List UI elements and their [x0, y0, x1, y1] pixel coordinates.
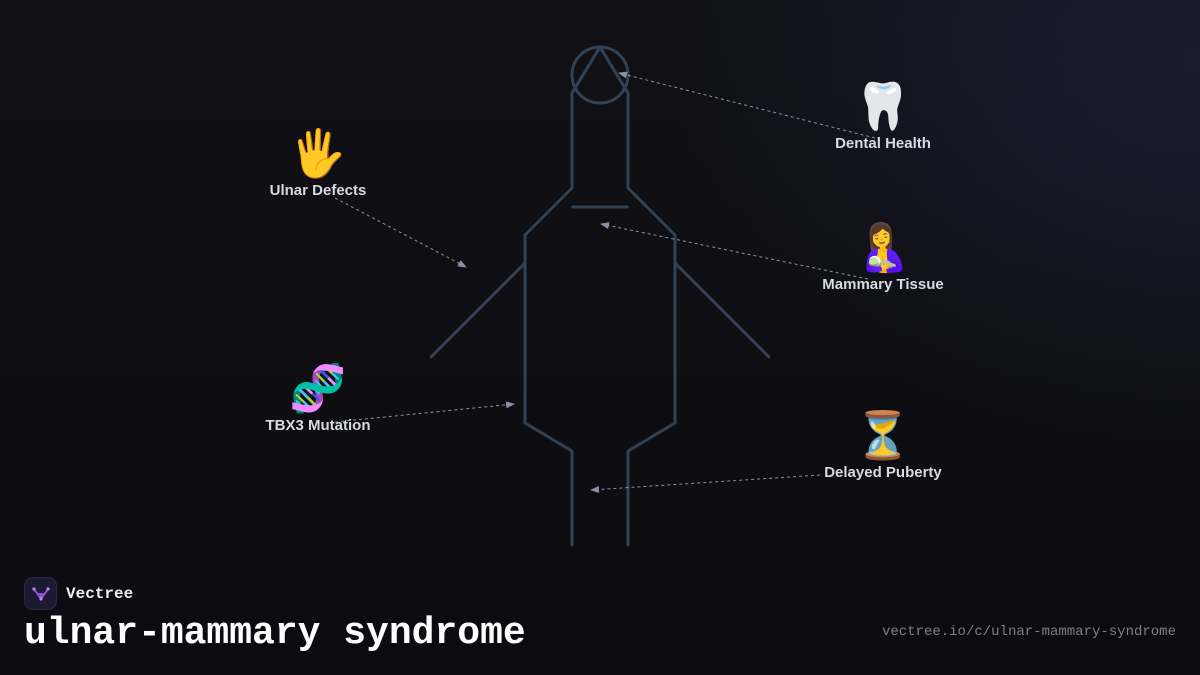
dna-icon: 🧬	[289, 361, 347, 415]
figure-right-arm	[673, 261, 771, 359]
vectree-logo-glyph	[31, 586, 50, 601]
connector-dental	[618, 71, 876, 139]
page-title: ulnar-mammary syndrome	[24, 612, 526, 655]
connector-lines	[334, 71, 876, 493]
feature-tbx3-mutation: 🧬 TBX3 Mutation	[218, 361, 418, 434]
feature-mammary-tissue: 🤱 Mammary Tissue	[783, 220, 983, 293]
feature-ulnar-defects: 🖐️ Ulnar Defects	[218, 126, 418, 199]
feature-label: Dental Health	[835, 135, 931, 152]
feature-dental-health: 🦷 Dental Health	[783, 79, 983, 152]
figure-head	[570, 45, 630, 105]
page-url: vectree.io/c/ulnar-mammary-syndrome	[881, 624, 1176, 640]
human-figure-outline	[429, 45, 771, 547]
feature-label: Ulnar Defects	[269, 182, 367, 199]
tooth-icon: 🦷	[854, 79, 912, 133]
hourglass-icon: ⏳	[854, 408, 912, 462]
feature-label: TBX3 Mutation	[265, 417, 371, 434]
connector-puberty	[590, 474, 821, 493]
vectree-logo-icon	[24, 577, 57, 610]
breastfeeding-icon: 🤱	[854, 220, 912, 274]
feature-delayed-puberty: ⏳ Delayed Puberty	[783, 408, 983, 481]
brand-name: Vectree	[66, 584, 134, 603]
figure-body	[523, 91, 677, 547]
feature-label: Mammary Tissue	[822, 276, 944, 293]
feature-label: Delayed Puberty	[824, 464, 942, 481]
brand: Vectree	[24, 577, 133, 610]
raised-hand-icon: 🖐️	[289, 126, 347, 180]
figure-left-arm	[429, 261, 527, 359]
connector-ulnar	[334, 197, 467, 268]
